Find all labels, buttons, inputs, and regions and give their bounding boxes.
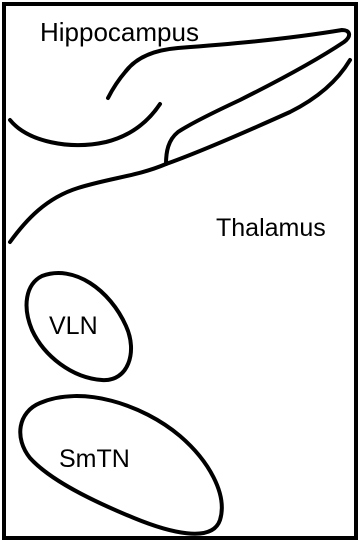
label-hippocampus: Hippocampus — [40, 17, 199, 47]
section-frame — [4, 4, 356, 538]
ventricle-boundary — [10, 164, 166, 242]
label-vln: VLN — [49, 312, 98, 340]
smtn-outline — [20, 396, 222, 534]
fimbria-stub — [108, 71, 126, 98]
label-thalamus: Thalamus — [216, 214, 326, 242]
thalamus-boundary — [166, 60, 350, 164]
vln-outline — [27, 273, 131, 380]
hippocampus-tail — [126, 30, 349, 164]
label-smtn: SmTN — [59, 445, 130, 473]
hippocampus-boundary — [10, 104, 160, 145]
